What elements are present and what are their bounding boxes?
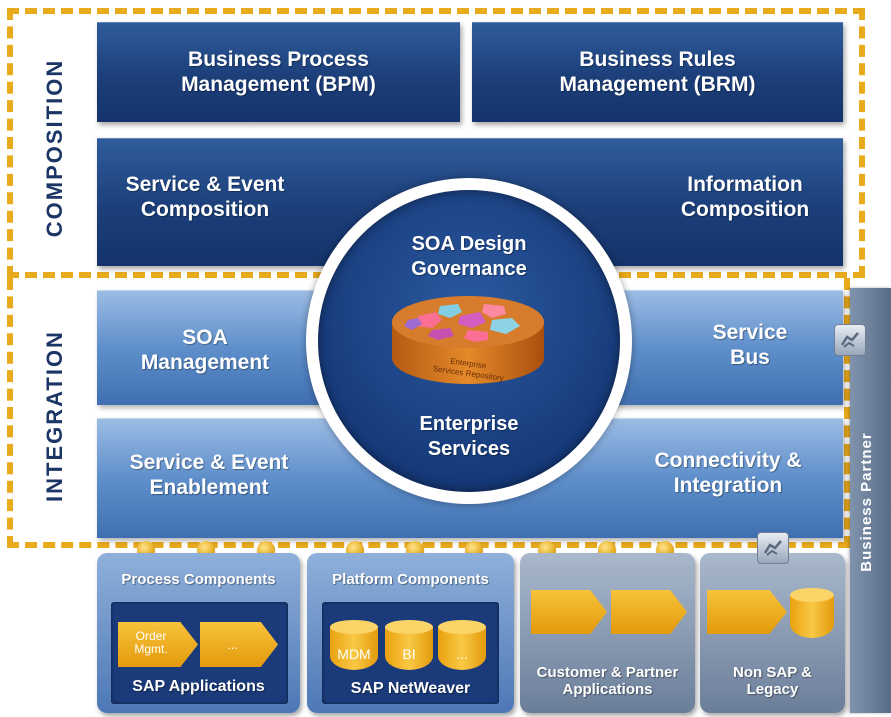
ci-line1: Connectivity &	[654, 449, 802, 472]
handshake-icon	[757, 532, 789, 564]
customer-arrow-1	[531, 590, 607, 634]
sb-line1: Service	[712, 321, 788, 344]
bpm-line1: Business Process	[188, 48, 369, 71]
platform-components-title: Platform Components	[332, 571, 489, 588]
non-sap-label: Non SAP & Legacy	[700, 664, 845, 698]
sdg-line1: SOA Design	[411, 233, 527, 255]
enterprise-services: Enterprise Services	[369, 412, 569, 462]
see-line2: Enablement	[149, 476, 269, 499]
integration-label: INTEGRATION	[42, 330, 67, 502]
sap-netweaver-label: SAP NetWeaver	[350, 680, 471, 697]
sdg-line2: Governance	[411, 258, 527, 280]
brm-line2: Management (BRM)	[559, 73, 756, 96]
mdm-cylinder: MDM	[330, 620, 378, 670]
process-components-title: Process Components	[121, 571, 276, 588]
order-line1: Order	[135, 629, 167, 643]
es-line2: Services	[427, 438, 511, 460]
ic-line1: Information	[687, 173, 803, 196]
bi-cylinder: BI	[385, 620, 433, 670]
handshake-icon	[834, 324, 866, 356]
sb-line2: Bus	[730, 346, 770, 369]
soa-design-governance: SOA Design Governance	[369, 232, 569, 282]
information-composition: Information Composition	[640, 172, 850, 222]
order-mgmt-label: Order Mgmt.	[120, 630, 182, 656]
soa-management: SOA Management	[100, 325, 310, 375]
brm-box: Business Rules Management (BRM)	[472, 22, 843, 122]
soam-line1: SOA	[182, 326, 228, 349]
see-line1: Service & Event	[129, 451, 289, 474]
nonsap-line1: Non SAP &	[733, 664, 812, 681]
sap-applications-label: SAP Applications	[132, 678, 265, 695]
customer-partner-label: Customer & Partner Applications	[520, 664, 695, 698]
connectivity-integration: Connectivity & Integration	[628, 448, 828, 498]
mdm-label: MDM	[337, 646, 371, 662]
integration-frame	[7, 278, 850, 548]
nonsap-line2: Legacy	[746, 681, 799, 698]
ci-line2: Integration	[673, 474, 783, 497]
legacy-cylinder	[790, 588, 834, 638]
non-sap-arrow	[707, 590, 787, 634]
sec-line2: Composition	[140, 198, 270, 221]
process-more-label: ...	[227, 637, 238, 652]
platform-more-cylinder: ...	[438, 620, 486, 670]
service-event-composition: Service & Event Composition	[100, 172, 310, 222]
business-partner-label: Business Partner	[858, 432, 875, 572]
cp-line1: Customer & Partner	[536, 664, 679, 681]
sec-line1: Service & Event	[125, 173, 285, 196]
service-bus: Service Bus	[650, 320, 850, 370]
business-partner-bar	[850, 288, 891, 713]
composition-label: COMPOSITION	[42, 58, 67, 238]
repository-disk: Enterprise Services Repository	[388, 290, 548, 390]
bi-label: BI	[402, 646, 416, 662]
bpm-box: Business Process Management (BPM)	[97, 22, 460, 122]
process-more-arrow	[200, 622, 278, 667]
order-mgmt-arrow	[118, 622, 198, 667]
platform-more-label: ...	[456, 646, 468, 662]
es-line1: Enterprise	[419, 413, 519, 435]
customer-arrow-2	[611, 590, 687, 634]
ic-line2: Composition	[680, 198, 810, 221]
soam-line2: Management	[140, 351, 270, 374]
service-event-enablement: Service & Event Enablement	[100, 450, 318, 500]
bpm-line2: Management (BPM)	[181, 73, 376, 96]
cp-line2: Applications	[562, 681, 653, 698]
order-line2: Mgmt.	[134, 642, 168, 656]
brm-line1: Business Rules	[579, 48, 736, 71]
